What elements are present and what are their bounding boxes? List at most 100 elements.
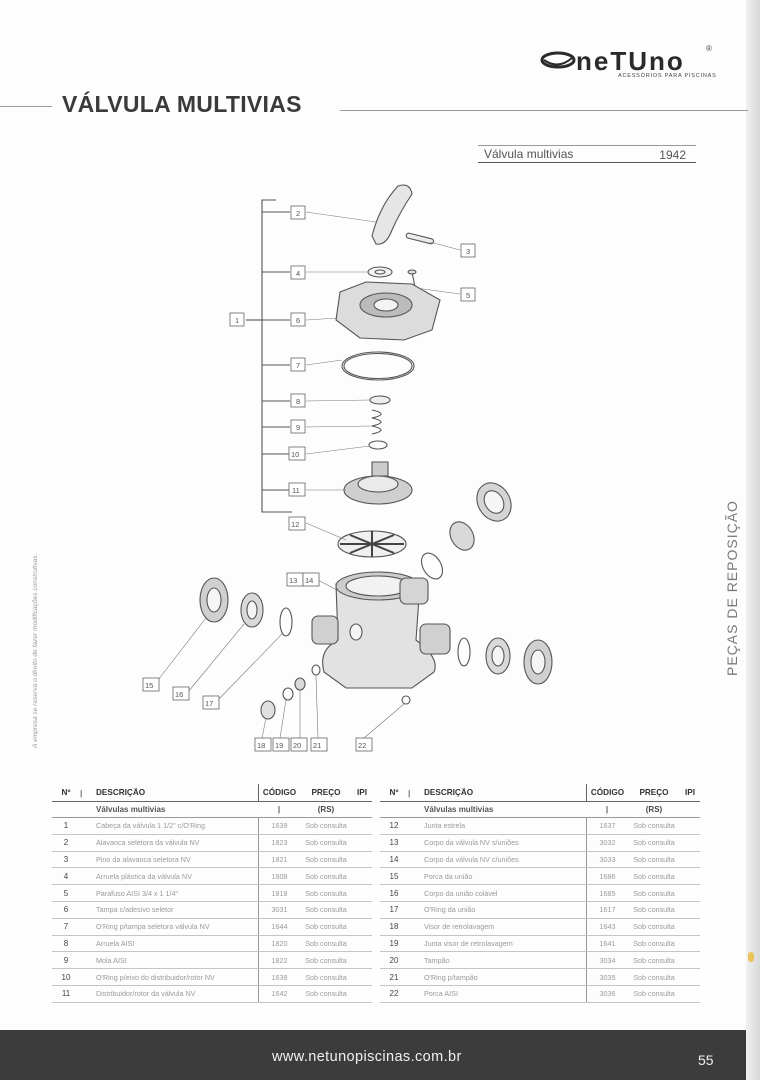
row-desc: Corpo da união colável <box>424 888 498 898</box>
header-ipi: IPI <box>684 788 695 797</box>
row-code: 1641 <box>586 935 628 952</box>
subheader-desc: Válvulas multivias <box>96 805 166 814</box>
row-code: 3032 <box>586 834 628 851</box>
row-num: 20 <box>389 955 399 965</box>
callout-4: 4 <box>296 269 300 278</box>
page-mark <box>748 952 754 962</box>
row-price: Sob consulta <box>633 989 675 999</box>
row-desc: Distribuidor/rotor da válvula NV <box>96 989 196 999</box>
page-number: 55 <box>698 1052 714 1068</box>
row-price: Sob consulta <box>633 938 675 948</box>
row-num: 8 <box>63 938 69 948</box>
callout-16: 16 <box>175 690 183 699</box>
row-num: 18 <box>389 922 399 932</box>
row-price: Sob consulta <box>633 972 675 982</box>
row-desc: Cabeça da válvula 1 1/2" c/O'Ring <box>96 821 206 831</box>
row-num: 21 <box>389 972 399 982</box>
row-code: 1639 <box>258 818 300 834</box>
logo-wordmark: neTUno <box>576 46 685 76</box>
row-price: Sob consulta <box>305 821 347 831</box>
row-price: Sob consulta <box>633 821 675 831</box>
callout-7: 7 <box>296 361 300 370</box>
callout-17: 17 <box>205 699 213 708</box>
logo-registered-mark: ® <box>706 44 712 53</box>
header-desc: DESCRIÇÃO <box>424 788 474 797</box>
header-code: CÓDIGO <box>586 784 628 801</box>
row-num: 12 <box>389 821 399 831</box>
callout-1: 1 <box>235 316 239 325</box>
callout-13: 13 <box>289 576 297 585</box>
callout-18: 18 <box>257 741 265 750</box>
callout-21: 21 <box>313 741 321 750</box>
row-code: 1637 <box>586 818 628 834</box>
header-sep: | <box>80 787 83 798</box>
row-code: 1644 <box>258 918 300 935</box>
callout-20: 20 <box>293 741 301 750</box>
row-num: 16 <box>389 888 399 898</box>
table-subheader: Válvulas multivias | (RS) <box>380 802 700 818</box>
row-price: Sob consulta <box>305 905 347 915</box>
row-code: 1642 <box>258 985 300 1002</box>
table-subheader: Válvulas multivias | (RS) <box>52 802 372 818</box>
website-link[interactable]: www.netunopiscinas.com.br <box>272 1049 462 1065</box>
logo-wave-icon <box>540 51 576 69</box>
parts-table-right: Nº | DESCRIÇÃO CÓDIGO PREÇO IPI Válvulas… <box>380 784 700 1003</box>
callout-6: 6 <box>296 316 300 325</box>
row-code: 1820 <box>258 935 300 952</box>
row-num: 2 <box>63 838 69 848</box>
row-desc: Parafuso AISI 3/4 x 1 1/4" <box>96 888 179 898</box>
row-price: Sob consulta <box>305 838 347 848</box>
row-desc: Porca AISI <box>424 989 458 999</box>
row-price: Sob consulta <box>633 955 675 965</box>
subheader-sep: | <box>277 805 281 814</box>
table-header: Nº | DESCRIÇÃO CÓDIGO PREÇO IPI <box>52 784 372 802</box>
row-code: 1818 <box>258 885 300 901</box>
row-code: 3033 <box>586 851 628 868</box>
row-num: 11 <box>61 989 71 999</box>
row-code: 1638 <box>258 969 300 985</box>
row-desc: Junta visor de retrolavagem <box>424 938 513 948</box>
row-num: 4 <box>63 871 69 881</box>
parts-table-left: Nº | DESCRIÇÃO CÓDIGO PREÇO IPI Válvulas… <box>52 784 372 1003</box>
row-desc: O'Ring da união <box>424 905 476 915</box>
table-row: 11 Distribuidor/rotor da válvula NV 1642 So… <box>52 985 372 1003</box>
row-desc: Arruela plástica da válvula NV <box>96 871 192 881</box>
subheader-desc: Válvulas multivias <box>424 805 494 814</box>
row-price: Sob consulta <box>633 922 675 932</box>
row-price: Sob consulta <box>633 888 675 898</box>
row-price: Sob consulta <box>305 989 347 999</box>
row-desc: Corpo da válvula NV s/uniões <box>424 838 519 848</box>
row-desc: Arruela AISI <box>96 938 135 948</box>
row-num: 7 <box>63 922 69 932</box>
exploded-diagram: 1 2 3 4 5 6 7 8 9 10 11 12 13 14 15 16 1… <box>142 184 553 752</box>
row-num: 9 <box>63 955 69 965</box>
row-desc: Corpo da válvula NV c/uniões <box>424 854 519 864</box>
row-desc: Visor de retrolavagem <box>424 922 495 932</box>
row-desc: O'Ring p/tampa seletora válvula NV <box>96 922 210 932</box>
row-price: Sob consulta <box>305 871 347 881</box>
row-num: 19 <box>389 938 399 948</box>
table-row: 19 Junta visor de retrolavagem 1641 Sob con… <box>380 935 700 953</box>
row-price: Sob consulta <box>305 972 347 982</box>
row-price: Sob consulta <box>633 905 675 915</box>
row-desc: Tampa c/adesivo seletor <box>96 905 174 915</box>
header-sep: | <box>408 787 411 798</box>
title-rule-right <box>340 110 748 111</box>
subheader-price: (RS) <box>317 805 335 814</box>
row-code: 3035 <box>586 969 628 985</box>
row-code: 1617 <box>586 901 628 918</box>
callout-14: 14 <box>305 576 313 585</box>
